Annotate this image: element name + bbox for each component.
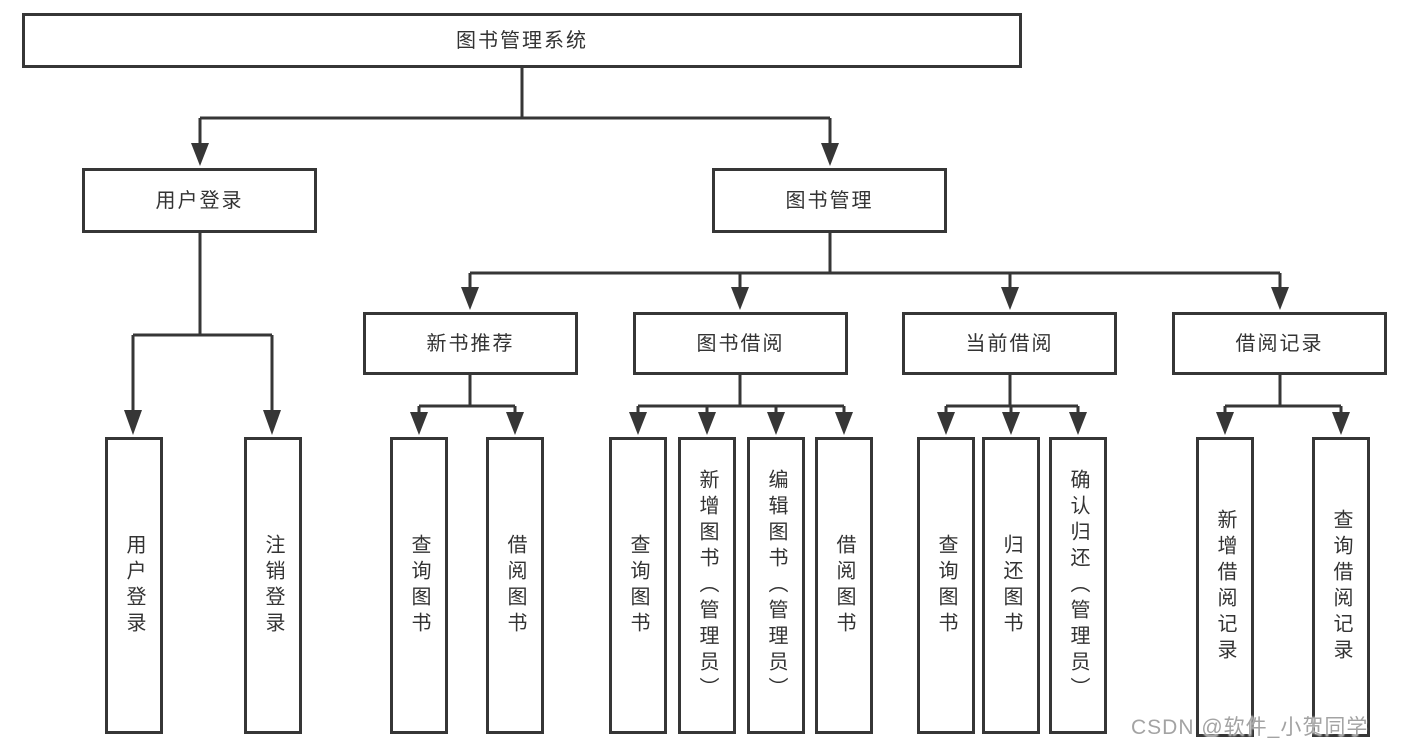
node-current-borrowing: 当前借阅 xyxy=(902,312,1117,375)
arrowhead-icon xyxy=(937,412,955,435)
connector-current-to-leaves xyxy=(944,375,1080,414)
leaf-logout: 注销登录 xyxy=(244,437,302,734)
leaf-user-login: 用户登录 xyxy=(105,437,163,734)
node-library-management-system: 图书管理系统 xyxy=(22,13,1022,68)
node-book-management: 图书管理 xyxy=(712,168,947,233)
leaf-add-books-admin: 新增图书（管理员） xyxy=(678,437,736,734)
leaf-confirm-return-admin: 确认归还（管理员） xyxy=(1049,437,1107,734)
arrowhead-icon xyxy=(767,412,785,435)
arrowhead-icon xyxy=(410,412,428,435)
connector-newbooks-to-leaves xyxy=(417,375,517,414)
leaf-query-borrow-record: 查询借阅记录 xyxy=(1312,437,1370,737)
leaf-query-books-borrow: 查询图书 xyxy=(609,437,667,734)
node-borrowing-records: 借阅记录 xyxy=(1172,312,1387,375)
arrowhead-icon xyxy=(1216,412,1234,435)
node-book-borrowing: 图书借阅 xyxy=(633,312,848,375)
connector-root-to-level2 xyxy=(198,68,832,148)
leaf-query-books-current: 查询图书 xyxy=(917,437,975,734)
arrowhead-icon xyxy=(1002,412,1020,435)
arrowhead-icon xyxy=(629,412,647,435)
arrowhead-icon xyxy=(1332,412,1350,435)
node-new-book-recommendation: 新书推荐 xyxy=(363,312,578,375)
leaf-add-borrow-record: 新增借阅记录 xyxy=(1196,437,1254,737)
arrowhead-icon xyxy=(731,287,749,310)
leaf-borrow-books-recommend: 借阅图书 xyxy=(486,437,544,734)
connector-borrow-to-leaves xyxy=(636,375,846,414)
arrowhead-icon xyxy=(263,410,281,435)
arrowhead-icon xyxy=(1069,412,1087,435)
arrowhead-icon xyxy=(835,412,853,435)
leaf-return-books: 归还图书 xyxy=(982,437,1040,734)
arrowhead-icon xyxy=(506,412,524,435)
connector-bookmgmt-to-level3 xyxy=(468,233,1282,290)
arrowhead-icon xyxy=(698,412,716,435)
node-user-login: 用户登录 xyxy=(82,168,317,233)
arrowhead-icon xyxy=(461,287,479,310)
leaf-borrow-books: 借阅图书 xyxy=(815,437,873,734)
csdn-watermark: CSDN @软件_小贺同学 xyxy=(1131,716,1369,739)
arrowhead-icon xyxy=(821,143,839,166)
arrowhead-icon xyxy=(124,410,142,435)
connector-strokes xyxy=(131,68,1343,414)
connector-records-to-leaves xyxy=(1223,375,1343,414)
arrowhead-icon xyxy=(191,143,209,166)
arrowheads xyxy=(124,143,1350,435)
arrowhead-icon xyxy=(1001,287,1019,310)
leaf-query-books-recommend: 查询图书 xyxy=(390,437,448,734)
arrowhead-icon xyxy=(1271,287,1289,310)
leaf-edit-books-admin: 编辑图书（管理员） xyxy=(747,437,805,734)
connector-userlogin-to-leaves xyxy=(131,233,274,414)
